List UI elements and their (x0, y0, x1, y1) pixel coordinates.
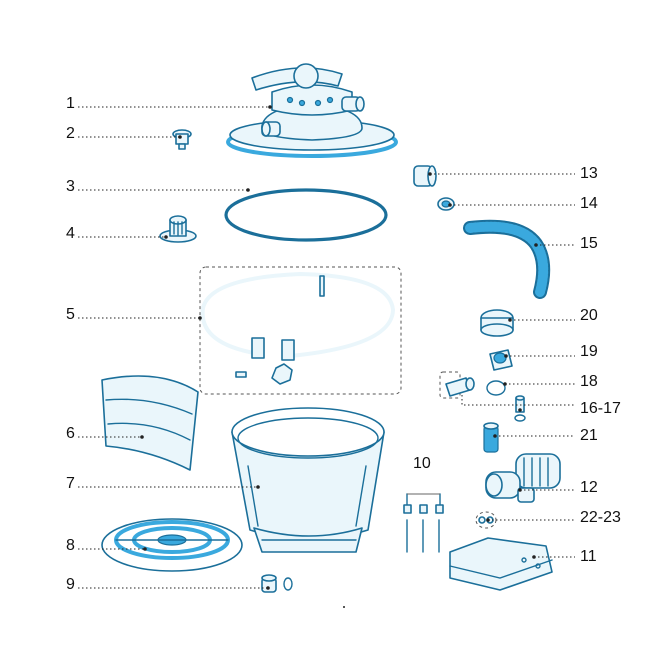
label-part-12: 12 (580, 479, 598, 496)
label-part-21: 21 (580, 427, 598, 444)
part-14-hose-clamp (437, 197, 455, 211)
label-part-22-23: 22-23 (580, 509, 621, 526)
label-part-15: 15 (580, 235, 598, 252)
label-part-18: 18 (580, 373, 598, 390)
part-18-small-o-ring (486, 380, 506, 396)
part-labels: 1 2 3 4 5 6 7 8 9 10 11 12 13 14 15 16-1… (66, 95, 621, 593)
label-part-7: 7 (66, 475, 75, 492)
part-15-hose (463, 219, 551, 299)
label-part-10: 10 (413, 455, 431, 472)
label-part-1: 1 (66, 95, 75, 112)
label-part-4: 4 (66, 225, 75, 242)
label-part-8: 8 (66, 537, 75, 554)
label-part-20: 20 (580, 307, 598, 324)
part-5-clamp-band (199, 266, 402, 395)
part-13-adapter (413, 165, 437, 187)
label-part-14: 14 (580, 195, 598, 212)
part-20-cap (480, 309, 514, 337)
part-12-pump (485, 453, 561, 503)
label-part-2: 2 (66, 125, 75, 142)
label-part-3: 3 (66, 178, 75, 195)
part-6-cover-plate (101, 375, 199, 471)
part-1-valve-lid (226, 63, 398, 158)
part-4-air-relief (159, 215, 197, 243)
part-21-sleeve (483, 422, 499, 453)
part-9-drain-plug (261, 574, 293, 593)
part-7-tank-body (231, 407, 385, 553)
label-part-5: 5 (66, 306, 75, 323)
part-10-bolt-set (403, 493, 444, 553)
label-part-11: 11 (580, 548, 597, 565)
leader-dots (140, 105, 538, 590)
label-part-19: 19 (580, 343, 598, 360)
part-3-o-ring (224, 188, 388, 242)
label-part-6: 6 (66, 425, 75, 442)
label-part-16-17: 16-17 (580, 400, 621, 417)
part-2-cap (172, 129, 192, 150)
part-19-union-nut (489, 349, 513, 371)
part-8-base-plate (101, 518, 243, 572)
label-part-13: 13 (580, 165, 598, 182)
leader-lines (78, 106, 575, 589)
label-part-9: 9 (66, 576, 75, 593)
part-11-pump-base (449, 537, 553, 591)
part-16-17-fittings (439, 371, 526, 422)
